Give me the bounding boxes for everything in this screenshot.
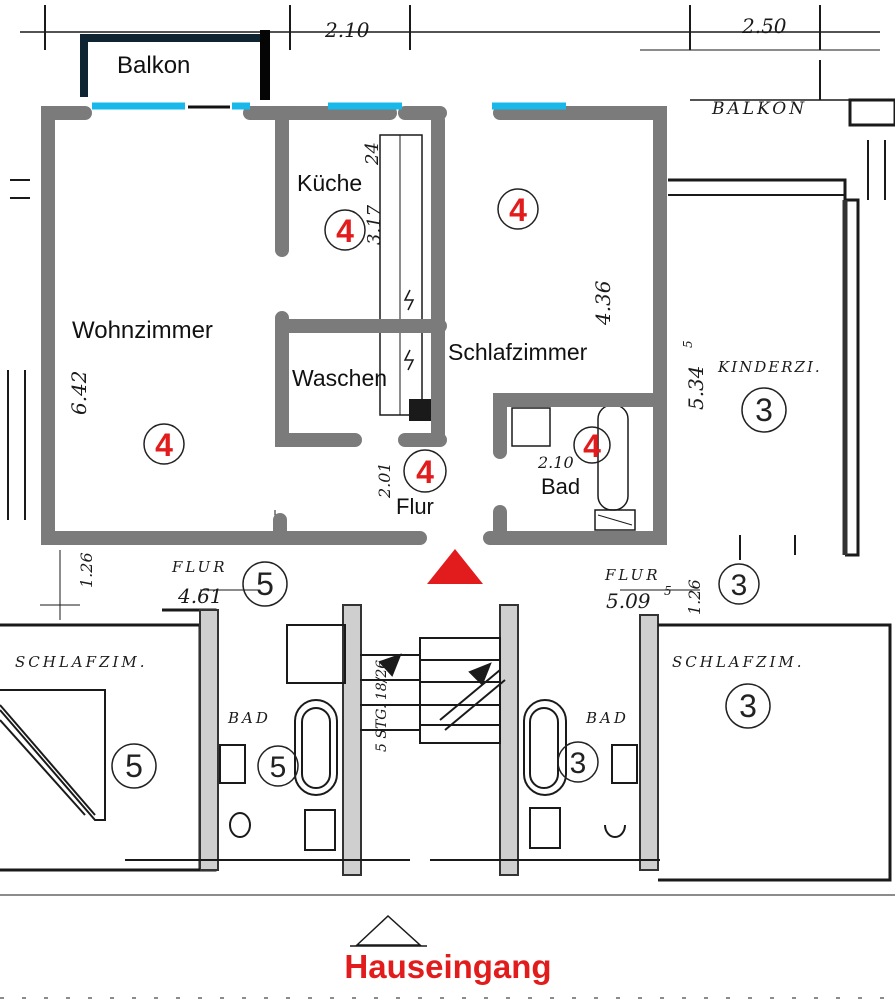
old-schlafzim-right-label: SCHLAFZIM. (672, 653, 805, 671)
badge-flur: 4 (416, 454, 434, 490)
badge-schlaf: 4 (509, 192, 527, 228)
old-flur-left-label: FLUR (171, 558, 227, 576)
old-plan-labels: 2.10 2.50 BALKON KINDERZI. FLUR FLUR 4.6… (15, 14, 822, 752)
entry-marker-icon (427, 549, 483, 584)
old-plan-sketch (0, 5, 895, 999)
dim-flur-right-sup: 5 (664, 584, 672, 598)
dim-kinder-height-sup: 5 (681, 340, 695, 348)
room-wohnzimmer: Wohnzimmer (72, 317, 213, 344)
hauseingang-title: Hauseingang (344, 948, 551, 985)
badge-schlafzim-right: 3 (739, 688, 757, 724)
dim-left-edge: 1.26 (77, 552, 96, 588)
badge-schlafzim-left: 5 (125, 748, 143, 784)
badge-wohn: 4 (155, 427, 173, 463)
dim-kinder-height: 5.34 (684, 365, 708, 410)
dim-right-step: 1.26 (685, 579, 704, 615)
old-schlafzim-left-label: SCHLAFZIM. (15, 653, 148, 671)
old-circle-numbers: 3 5 3 5 5 3 3 (125, 392, 773, 784)
dim-top-right: 2.50 (741, 14, 787, 38)
room-waschen: Waschen (292, 365, 387, 391)
old-bad-right-label: BAD (585, 709, 629, 727)
old-bad-left-label: BAD (227, 709, 271, 727)
dim-schlaf-height: 4.36 (591, 280, 615, 326)
apartment-walls (41, 106, 667, 545)
new-circle-badges (143, 188, 611, 493)
room-flur: Flur (396, 494, 434, 519)
dim-kueche-side: 24 (362, 142, 383, 166)
dim-kueche-height: 3.17 (364, 204, 385, 245)
room-labels: Balkon Küche Wohnzimmer Waschen Schlafzi… (72, 52, 588, 519)
dim-flur-small: 2.01 (375, 462, 394, 499)
badge-kinder: 3 (755, 392, 773, 428)
dim-stair: 5 STG. 18/26 (374, 660, 390, 752)
room-bad: Bad (541, 474, 580, 499)
badge-bad-right: 3 (570, 747, 587, 780)
old-circle-badges (111, 387, 787, 789)
old-balkon-label: BALKON (711, 99, 807, 119)
dim-wohn-height: 6.42 (67, 370, 91, 415)
new-badge-numbers: 4 4 4 4 4 (155, 192, 601, 490)
badge-bad: 4 (583, 428, 601, 464)
badge-bad-left: 5 (270, 751, 287, 784)
dim-bad-width: 2.10 (537, 453, 574, 472)
room-kueche: Küche (297, 170, 362, 196)
badge-kueche: 4 (336, 213, 354, 249)
dim-flur-left: 4.61 (177, 584, 223, 608)
badge-flur-left: 5 (256, 566, 274, 602)
room-balkon: Balkon (117, 52, 190, 79)
room-schlafzimmer: Schlafzimmer (448, 339, 588, 365)
dim-top-left: 2.10 (324, 18, 370, 42)
badge-flur-right: 3 (731, 569, 748, 602)
old-kinderzi-label: KINDERZI. (717, 358, 822, 376)
old-flur-right-label: FLUR (604, 566, 660, 584)
dim-flur-right: 5.09 (606, 589, 651, 613)
